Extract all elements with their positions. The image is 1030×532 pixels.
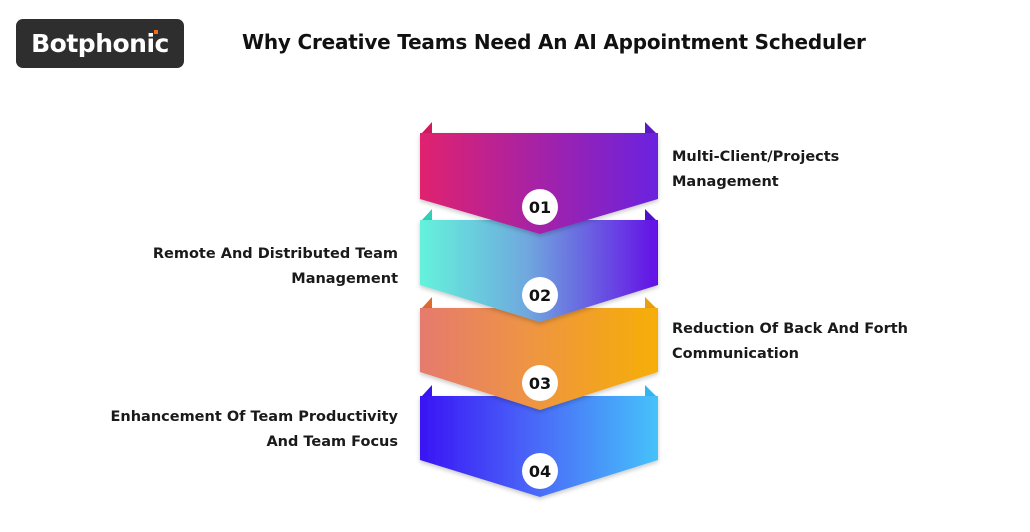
step-label-04-line2: And Team Focus [266,434,398,450]
step-label-04-line1: Enhancement Of Team Productivity [110,409,398,425]
step-band-03 [420,297,658,410]
step-number-01: 01 [529,198,551,217]
step-label-03: Reduction Of Back And Forth Communicatio… [672,317,908,367]
step-badge-01: 01 [522,189,558,225]
step-label-01-line2: Management [672,174,779,190]
step-badge-02: 02 [522,277,558,313]
brand-dot-icon [154,30,158,34]
step-band-01 [420,122,658,234]
step-label-04: Enhancement Of Team Productivity And Tea… [110,405,398,455]
brand-logo: Botphonic [16,19,184,68]
step-label-01-line1: Multi-Client/Projects [672,149,840,165]
step-label-01: Multi-Client/Projects Management [672,145,839,195]
brand-name: Botphonic [31,29,169,58]
step-label-03-line2: Communication [672,346,800,362]
step-badge-03: 03 [522,365,558,401]
step-number-04: 04 [529,462,551,481]
step-number-02: 02 [529,286,551,305]
step-label-02: Remote And Distributed Team Management [153,242,398,292]
step-band-02 [420,209,658,322]
step-number-03: 03 [529,374,551,393]
step-label-02-line2: Management [291,271,398,287]
step-label-03-line1: Reduction Of Back And Forth [672,321,908,337]
step-badge-04: 04 [522,453,558,489]
step-label-02-line1: Remote And Distributed Team [152,246,398,262]
page-title: Why Creative Teams Need An AI Appointmen… [242,30,866,54]
